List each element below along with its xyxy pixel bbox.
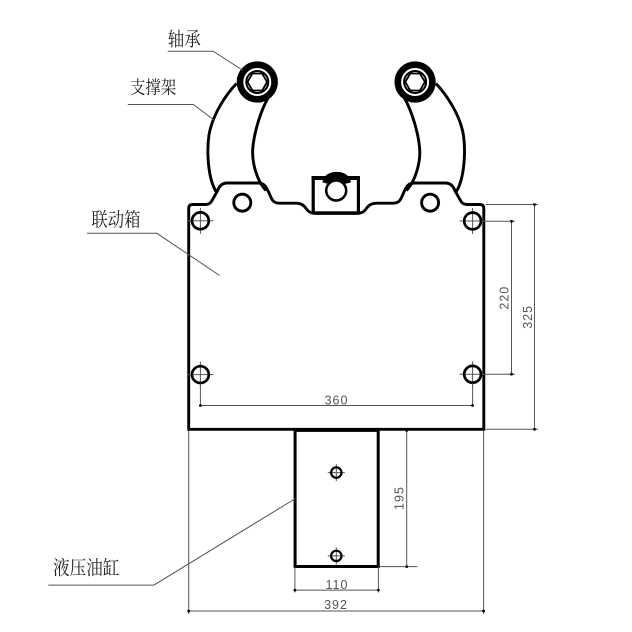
svg-text:220: 220	[498, 286, 512, 310]
svg-text:110: 110	[326, 578, 349, 592]
svg-text:325: 325	[521, 305, 535, 329]
svg-text:392: 392	[324, 598, 348, 612]
svg-text:195: 195	[393, 486, 407, 510]
svg-text:360: 360	[325, 393, 349, 407]
